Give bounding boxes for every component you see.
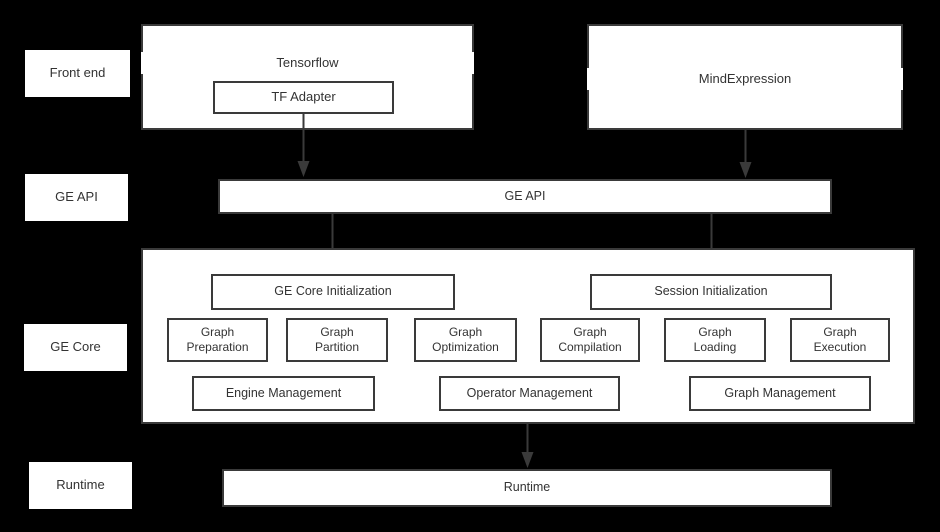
ge-core-initialization-label: GE Core Initialization: [274, 284, 392, 299]
runtime-bar[interactable]: Runtime: [222, 469, 832, 507]
engine-management-label: Engine Management: [225, 385, 342, 400]
operator-management-label: Operator Management: [466, 385, 593, 400]
graph-preparation-line1: Graph: [200, 325, 235, 339]
layer-label-runtime: Runtime: [29, 462, 132, 509]
graph-execution-line1: Graph: [823, 325, 857, 339]
session-initialization-label: Session Initialization: [654, 284, 768, 299]
tf-adapter-box[interactable]: TF Adapter: [213, 81, 394, 114]
graph-preparation-line2: Preparation: [186, 340, 249, 354]
graph-loading-line2: Loading: [693, 340, 737, 354]
graph-optimization-line2: Optimization: [432, 340, 499, 354]
graph-execution-box[interactable]: Graph Execution: [790, 318, 890, 362]
arrow-mindexpression-to-ge-api: [738, 130, 754, 180]
graph-management-box[interactable]: Graph Management: [689, 376, 871, 411]
graph-partition-line1: Graph: [320, 325, 354, 339]
graph-execution-line2: Execution: [813, 340, 867, 354]
layer-label-front-end-text: Front end: [49, 65, 106, 81]
layer-label-front-end: Front end: [25, 50, 130, 97]
ge-api-bar[interactable]: GE API: [218, 179, 832, 214]
tf-adapter-label: TF Adapter: [271, 89, 336, 105]
graph-compilation-line2: Compilation: [558, 340, 622, 354]
runtime-bar-label: Runtime: [503, 480, 551, 495]
graph-loading-line1: Graph: [698, 325, 732, 339]
graph-optimization-line1: Graph: [448, 325, 483, 339]
ge-core-initialization-box[interactable]: GE Core Initialization: [211, 274, 455, 310]
graph-partition-box[interactable]: Graph Partition: [286, 318, 388, 362]
layer-label-ge-core: GE Core: [24, 324, 127, 371]
layer-label-ge-core-text: GE Core: [50, 339, 101, 355]
graph-compilation-line1: Graph: [573, 325, 607, 339]
graph-compilation-box[interactable]: Graph Compilation: [540, 318, 640, 362]
operator-management-box[interactable]: Operator Management: [439, 376, 620, 411]
graph-optimization-box[interactable]: Graph Optimization: [414, 318, 517, 362]
arrow-tf-adapter-to-ge-api: [296, 113, 312, 179]
graph-management-label: Graph Management: [724, 385, 836, 400]
ge-api-bar-label: GE API: [504, 188, 546, 203]
tensorflow-label-text: Tensorflow: [276, 54, 339, 70]
graph-loading-box[interactable]: Graph Loading: [664, 318, 766, 362]
arrow-ge-core-to-runtime: [520, 424, 536, 470]
engine-management-box[interactable]: Engine Management: [192, 376, 375, 411]
layer-label-ge-api: GE API: [25, 174, 128, 221]
mindexpression-label-text: MindExpression: [698, 70, 792, 86]
graph-preparation-box[interactable]: Graph Preparation: [167, 318, 268, 362]
graph-partition-line2: Partition: [314, 340, 360, 354]
layer-label-ge-api-text: GE API: [55, 189, 98, 205]
layer-label-runtime-text: Runtime: [56, 477, 105, 493]
tensorflow-label: Tensorflow: [141, 52, 474, 74]
mindexpression-label: MindExpression: [587, 68, 903, 90]
session-initialization-box[interactable]: Session Initialization: [590, 274, 832, 310]
